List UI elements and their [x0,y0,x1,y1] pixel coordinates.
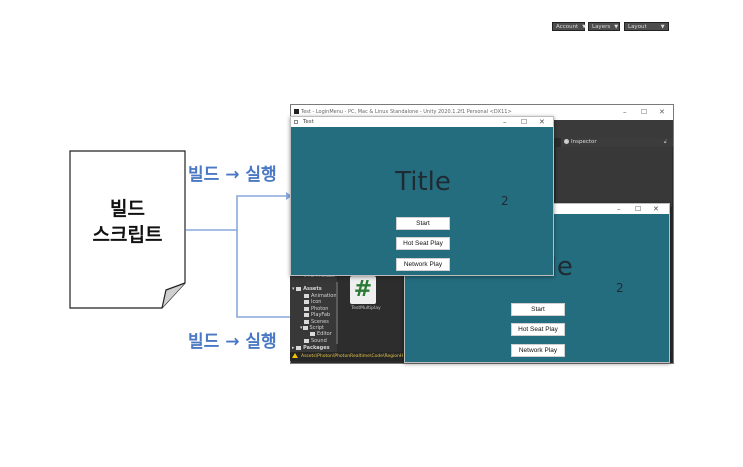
minimize-icon[interactable]: – [623,108,627,116]
folder-icon [296,286,302,291]
app-icon [294,120,298,124]
account-dropdown[interactable]: Account▼ [552,22,587,31]
tab-inspector[interactable]: Inspector 🔓︎ [561,138,673,147]
start-button[interactable]: Start [396,217,450,230]
folder-scenes[interactable]: Scenes [304,319,329,325]
folder-label: PlayFab [311,312,331,318]
inspector-panel [556,147,672,207]
layers-label: Layers [592,24,611,30]
maximize-icon[interactable]: ☐ [641,108,648,116]
script-file-label: TestMultiplay [351,306,381,311]
folder-label: Animation [311,293,337,299]
assets-folder[interactable]: ▾ Assets [292,286,322,292]
maximize-icon[interactable]: ☐ [635,205,642,213]
close-icon[interactable]: ✕ [659,108,665,116]
game-title-front: Title [395,167,451,197]
hot-seat-play-button[interactable]: Hot Seat Play [511,323,565,336]
folder-label: Scenes [311,319,329,325]
packages-label: Packages [303,345,330,351]
game-window-front: Test – ☐ ✕ Title 2 Start Hot Seat Play N… [290,116,554,276]
csharp-script-icon[interactable]: # [350,276,376,304]
minimize-icon[interactable]: – [617,205,621,213]
account-label: Account [556,24,579,30]
maximize-icon[interactable]: ☐ [521,118,528,126]
folder-script[interactable]: ▾Script [300,325,325,331]
folder-icon [304,338,309,343]
folder-icon-folder[interactable]: Icon [304,299,321,305]
folder-icon [302,325,308,330]
folder-icon [304,299,309,304]
info-icon [564,139,569,144]
unity-logo-icon [294,109,299,114]
all-prefabs-label: All Prefabs [308,273,335,279]
project-scrollbar[interactable] [336,282,338,344]
lock-icon[interactable]: 🔓︎ [663,139,667,145]
network-play-button[interactable]: Network Play [396,258,450,271]
document-label: 빌드 스크립트 [70,196,185,248]
arrow-bottom-label: 빌드 → 실행 [188,332,277,352]
hot-seat-play-button[interactable]: Hot Seat Play [396,237,450,250]
chevron-down-icon: ▼ [614,24,619,30]
chevron-down-icon: ▼ [582,24,587,30]
assets-label: Assets [303,286,322,292]
game-window-title: Test [303,119,314,125]
folder-sound[interactable]: Sound [304,338,327,344]
folder-label: Script [309,325,325,331]
game-number-front: 2 [501,194,509,208]
folder-photon[interactable]: Photon [304,306,328,312]
inspector-tab-label: Inspector [571,139,597,145]
status-text: Assets\Photon\PhotonRealtime\Code\Region… [301,354,404,359]
warning-icon [292,353,298,358]
folder-label: Photon [311,306,329,312]
minimize-icon[interactable]: – [503,118,507,126]
search-icon: ⌕ [304,273,307,279]
folder-icon [304,293,309,298]
folder-icon [304,306,309,311]
layers-dropdown[interactable]: Layers▼ [588,22,620,31]
start-button[interactable]: Start [511,303,565,316]
folder-label: Sound [311,338,327,344]
folder-playfab[interactable]: PlayFab [304,312,330,318]
game-number-back: 2 [616,281,624,295]
folder-label: Editor [317,331,332,337]
document-label-line2: 스크립트 [92,224,163,246]
packages-folder[interactable]: ▸ Packages [292,345,330,351]
arrow-top-head [286,192,292,200]
unity-title: Test - LoginMenu - PC, Mac & Linux Stand… [301,109,512,115]
chevron-down-icon: ▼ [660,24,665,30]
folder-icon [310,331,315,336]
network-play-button[interactable]: Network Play [511,344,565,357]
folder-label: Icon [311,299,322,305]
folder-icon [296,345,302,350]
game-window-front-titlebar: Test – ☐ ✕ [291,117,553,127]
project-folder-tree [290,272,337,352]
document-label-line1: 빌드 [110,198,145,220]
search-all-prefabs[interactable]: ⌕ All Prefabs [304,273,335,279]
folder-icon [304,319,309,324]
layout-dropdown[interactable]: Layout ▼ [624,22,669,31]
layout-label: Layout [628,24,647,30]
close-icon[interactable]: ✕ [539,118,545,126]
folder-animation[interactable]: Animation [304,293,337,299]
arrow-top-label: 빌드 → 실행 [188,165,277,185]
document-fold [161,282,186,309]
close-icon[interactable]: ✕ [653,205,659,213]
folder-icon [304,312,309,317]
arrow-top-line [186,195,286,231]
folder-editor[interactable]: Editor [310,331,332,337]
